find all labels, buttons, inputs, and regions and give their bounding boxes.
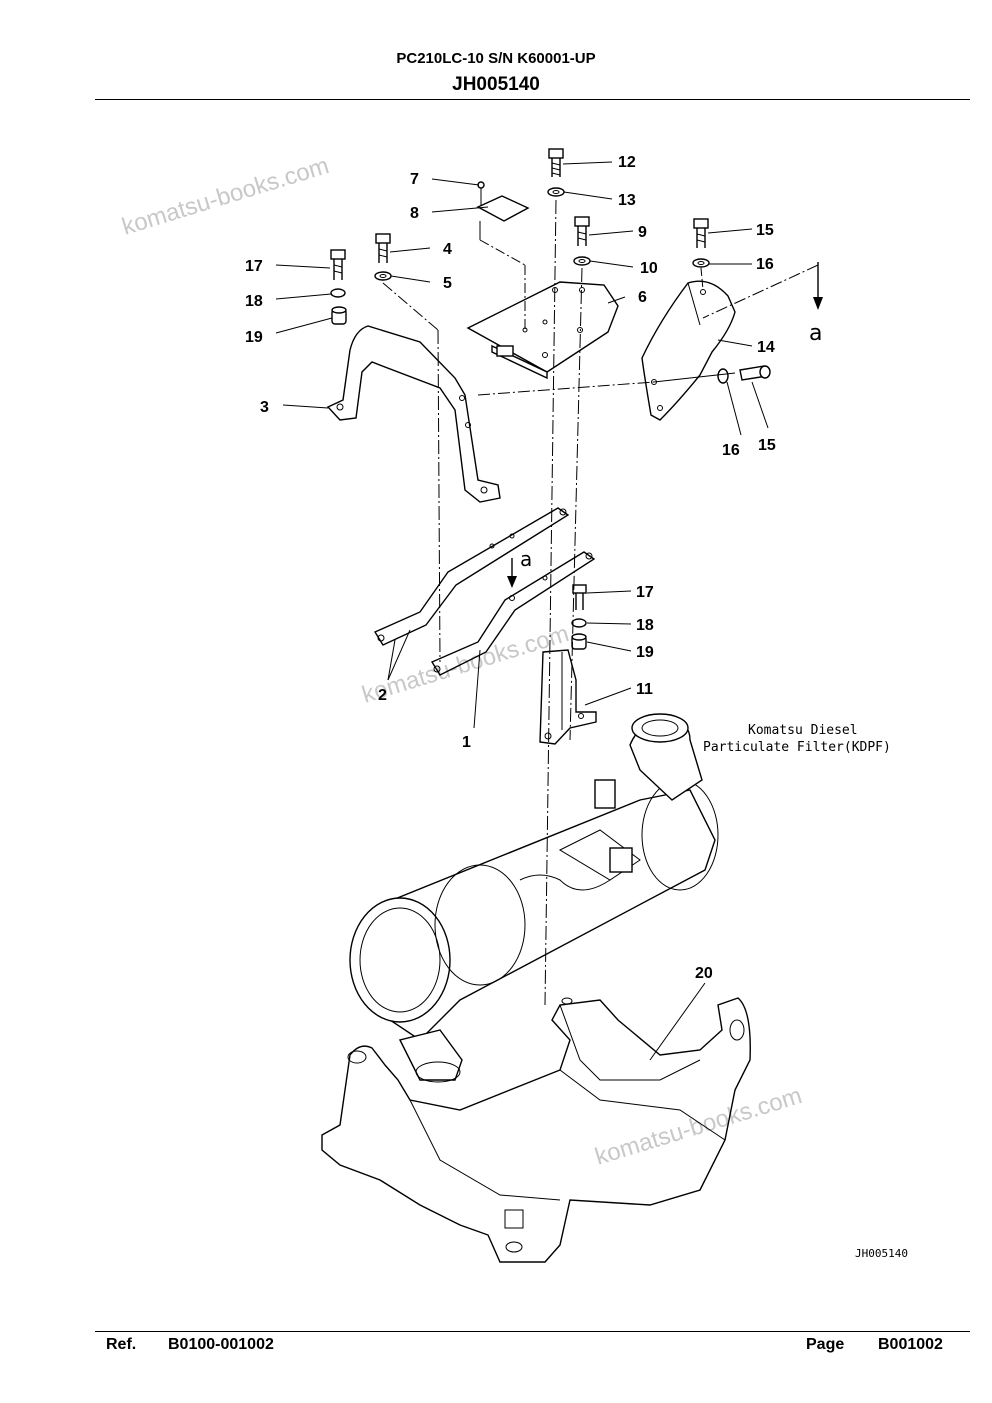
kdpf-caption-line1: Komatsu Diesel <box>748 723 858 738</box>
page-label: Page <box>806 1336 845 1353</box>
drawing-code-stamp: JH005140 <box>855 1247 908 1260</box>
part-label-7: 7 <box>410 171 419 188</box>
view-marker-a: a <box>520 547 532 571</box>
leader-lines <box>275 161 769 1061</box>
part-label-13: 13 <box>618 192 636 209</box>
part-label-14: 14 <box>757 339 775 356</box>
part-label-10: 10 <box>640 260 658 277</box>
u-bracket-3-icon <box>326 325 501 503</box>
watermark-text: komatsu-books.com <box>119 152 332 241</box>
kdpf-filter-icon <box>349 713 719 1083</box>
view-arrow-a-right-icon <box>813 262 823 310</box>
ref-value: B0100-001002 <box>168 1336 274 1353</box>
part-label-3: 3 <box>260 399 269 416</box>
kdpf-caption-line2: Particulate Filter(KDPF) <box>703 740 891 755</box>
part-label-5: 5 <box>443 275 452 292</box>
bracket-6-icon <box>466 281 619 380</box>
part-label-18: 18 <box>245 293 263 310</box>
footer-rule <box>95 1331 970 1332</box>
shield-14-icon <box>641 280 771 421</box>
bolt-17-icon <box>330 249 347 325</box>
part-label-15b: 15 <box>758 437 776 454</box>
ref-label: Ref. <box>106 1336 137 1353</box>
part-label-16: 16 <box>756 256 774 273</box>
bolt-17b-icon <box>571 584 587 650</box>
part-label-17: 17 <box>245 258 263 275</box>
view-arrow-a-icon <box>507 558 517 588</box>
watermark-text: komatsu-books.com <box>592 1082 805 1171</box>
part-label-17b: 17 <box>636 584 654 601</box>
part-label-8: 8 <box>410 205 419 222</box>
part-label-11: 11 <box>636 681 653 698</box>
model-title: PC210LC-10 S/N K60001-UP <box>396 50 596 67</box>
bolt-9-icon <box>573 216 591 266</box>
part-label-20: 20 <box>695 965 713 982</box>
rail-1-icon <box>430 551 596 676</box>
bolt-12-icon <box>547 148 565 197</box>
part-label-12: 12 <box>618 154 636 171</box>
bracket-11-icon <box>539 649 597 745</box>
part-label-1: 1 <box>462 734 471 751</box>
part-label-19: 19 <box>245 329 263 346</box>
part-label-15: 15 <box>756 222 774 239</box>
bolt-15-icon <box>692 218 710 268</box>
cover-plate-8-icon <box>476 181 530 222</box>
part-label-2: 2 <box>378 687 387 704</box>
rail-2-icon <box>373 507 570 646</box>
part-label-9: 9 <box>638 224 647 241</box>
part-label-18b: 18 <box>636 617 654 634</box>
page-value: B001002 <box>878 1336 943 1353</box>
alignment-lines <box>382 199 819 1006</box>
view-marker-a-right: a <box>809 321 822 346</box>
header-rule <box>95 99 970 100</box>
part-label-16b: 16 <box>722 442 740 459</box>
drawing-code-title: JH005140 <box>452 74 540 95</box>
part-label-4: 4 <box>443 241 452 258</box>
part-label-6: 6 <box>638 289 647 306</box>
frame-20-icon <box>321 997 751 1263</box>
bolt-4-icon <box>374 233 392 281</box>
part-label-19b: 19 <box>636 644 654 661</box>
